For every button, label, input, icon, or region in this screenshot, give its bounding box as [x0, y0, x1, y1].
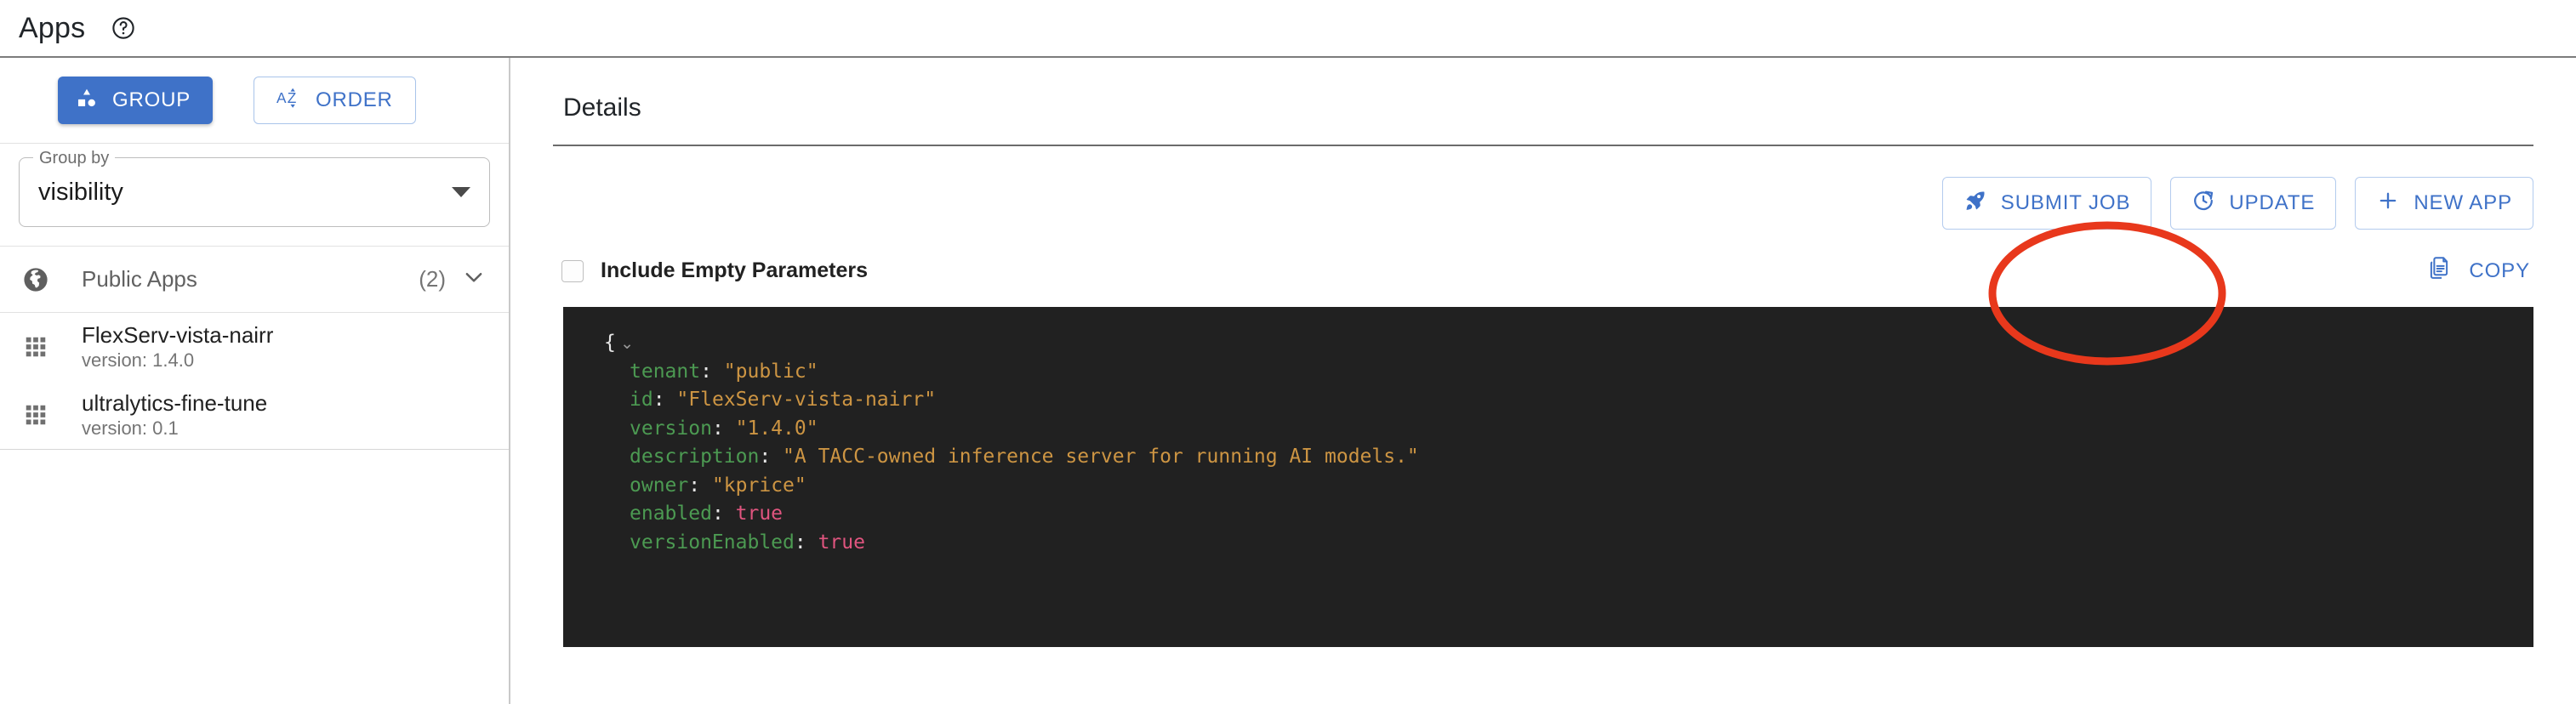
- group-button-label: GROUP: [112, 88, 191, 111]
- submit-job-button[interactable]: SUBMIT JOB: [1941, 177, 2152, 230]
- group-by-section: Group by visibility: [0, 144, 509, 247]
- code-key: version: [630, 417, 712, 440]
- code-key: tenant: [630, 360, 701, 383]
- sidebar-group-label: Public Apps: [82, 266, 197, 292]
- code-value: "kprice": [711, 474, 806, 497]
- group-by-legend: Group by: [33, 149, 116, 168]
- new-app-button[interactable]: NEW APP: [2355, 177, 2533, 230]
- chevron-down-icon: [452, 187, 470, 197]
- apps-grid-icon: [15, 334, 56, 360]
- app-name: ultralytics-fine-tune: [82, 389, 268, 416]
- code-line: version: "1.4.0": [630, 417, 818, 440]
- code-line: id: "FlexServ-vista-nairr": [630, 389, 937, 412]
- sidebar-toolbar: GROUP A Z ORDER: [0, 58, 509, 144]
- details-action-row: SUBMIT JOB UPDATE NEW: [553, 146, 2533, 230]
- code-value: true: [818, 531, 865, 554]
- copy-documents-icon: [2428, 255, 2453, 287]
- code-value: "A TACC-owned inference server for runni…: [783, 446, 1419, 468]
- new-app-label: NEW APP: [2414, 191, 2512, 214]
- group-by-value: visibility: [38, 178, 123, 206]
- code-line: tenant: "public": [630, 360, 818, 383]
- open-brace: {: [604, 332, 616, 354]
- code-value: true: [735, 502, 784, 525]
- update-button[interactable]: UPDATE: [2170, 177, 2337, 230]
- app-header: Apps: [0, 0, 2576, 56]
- include-empty-parameters-label: Include Empty Parameters: [601, 258, 869, 282]
- refresh-clock-icon: [2191, 189, 2215, 219]
- group-shapes-icon: [75, 86, 99, 116]
- page-body: GROUP A Z ORDER Group b: [0, 56, 2576, 704]
- copy-label: COPY: [2469, 258, 2530, 282]
- help-circle-icon[interactable]: [109, 14, 138, 43]
- code-key: enabled: [630, 502, 712, 525]
- code-key: description: [630, 446, 760, 468]
- sidebar-group-count: (2): [419, 266, 446, 292]
- code-line: enabled: true: [630, 502, 784, 525]
- code-key: id: [630, 389, 653, 412]
- code-line: versionEnabled: true: [630, 531, 865, 554]
- chevron-down-icon[interactable]: [461, 264, 487, 294]
- page-title: Apps: [19, 11, 86, 44]
- rocket-icon: [1963, 189, 1987, 219]
- code-line: owner: "kprice": [630, 474, 806, 497]
- sidebar: GROUP A Z ORDER Group b: [0, 58, 510, 704]
- globe-icon: [15, 265, 56, 294]
- details-divider: [553, 145, 2533, 146]
- plus-icon: [2376, 189, 2400, 219]
- list-item[interactable]: ultralytics-fine-tune version: 0.1: [0, 381, 509, 449]
- copy-button[interactable]: COPY: [2428, 255, 2533, 287]
- group-by-select[interactable]: Group by visibility: [19, 149, 490, 227]
- sidebar-group-public-apps[interactable]: Public Apps (2): [0, 247, 509, 313]
- order-button[interactable]: A Z ORDER: [254, 77, 416, 124]
- app-definition-code-block[interactable]: { ⌄ tenant: "public" id: "FlexServ-vista…: [563, 307, 2533, 647]
- code-value: "public": [723, 360, 818, 383]
- list-item[interactable]: FlexServ-vista-nairr version: 1.4.0: [0, 313, 509, 381]
- code-line: description: "A TACC-owned inference ser…: [630, 446, 1419, 468]
- code-value: "1.4.0": [735, 417, 818, 440]
- app-version: version: 0.1: [82, 417, 179, 439]
- include-empty-parameters-checkbox[interactable]: [561, 259, 584, 282]
- code-line-open: { ⌄: [563, 329, 2533, 358]
- svg-text:Z: Z: [288, 88, 298, 105]
- code-key: versionEnabled: [630, 531, 795, 554]
- details-panel: Details SUBMIT JOB: [510, 58, 2576, 704]
- sidebar-app-list: FlexServ-vista-nairr version: 1.4.0 ultr…: [0, 313, 509, 450]
- details-title: Details: [563, 94, 641, 122]
- app-name: FlexServ-vista-nairr: [82, 321, 274, 348]
- chevron-down-icon[interactable]: ⌄: [615, 335, 635, 353]
- code-key: owner: [630, 474, 689, 497]
- update-label: UPDATE: [2229, 191, 2316, 214]
- app-version: version: 1.4.0: [82, 349, 195, 371]
- include-empty-parameters-row: Include Empty Parameters COPY: [553, 230, 2533, 307]
- submit-job-label: SUBMIT JOB: [2000, 191, 2131, 214]
- sort-az-icon: A Z: [276, 86, 302, 116]
- svg-text:A: A: [276, 88, 287, 105]
- code-value: "FlexServ-vista-nairr": [676, 389, 937, 412]
- group-button[interactable]: GROUP: [58, 77, 214, 124]
- order-button-label: ORDER: [316, 88, 393, 111]
- apps-grid-icon: [15, 402, 56, 428]
